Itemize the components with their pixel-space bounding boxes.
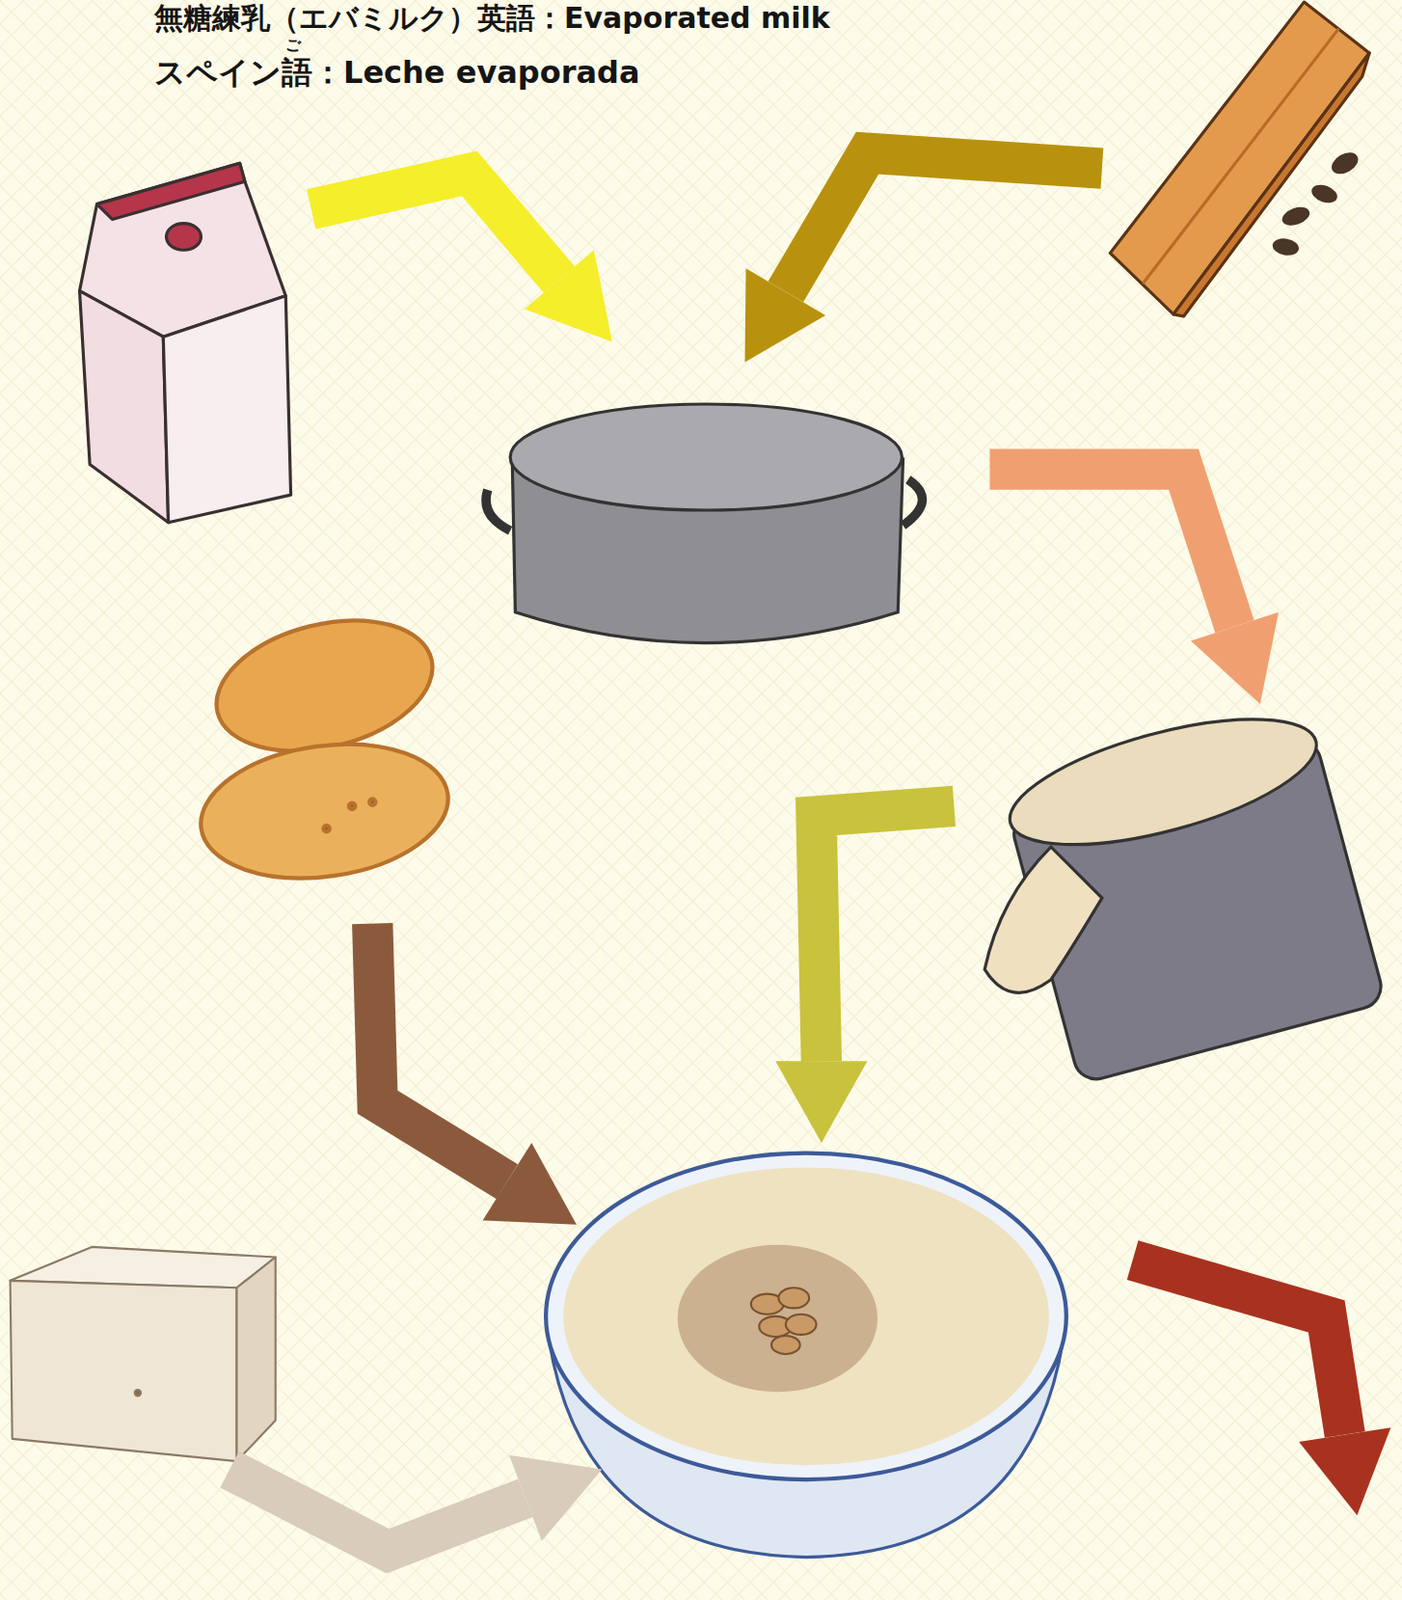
flow-arrow [372, 923, 508, 1183]
heading-line: スペイン語：Leche evaporada [154, 55, 641, 90]
cooking-pot [485, 489, 511, 531]
tofu-block [10, 1246, 276, 1461]
flow-arrow [1298, 1427, 1391, 1515]
bread-slices [369, 798, 376, 805]
flow-arrow [1190, 612, 1279, 704]
soup-bowl [771, 1335, 801, 1354]
flow-arrow [745, 268, 827, 362]
cinnamon-sticks [1109, 1, 1370, 315]
cooking-pot [485, 404, 922, 644]
flow-arrow [816, 806, 955, 1062]
flow-arrow [229, 153, 1391, 1552]
flow-arrow [509, 1455, 602, 1541]
bread-slices [349, 803, 355, 809]
tofu-block [134, 1389, 141, 1396]
milk-carton [80, 162, 292, 522]
cinnamon-sticks [1173, 53, 1370, 317]
cinnamon-sticks [1142, 28, 1339, 285]
flow-arrow [229, 1469, 526, 1552]
evaporated-milk-can [984, 846, 1103, 993]
milk-carton [165, 223, 201, 251]
cloves [1270, 148, 1362, 258]
soup-bowl [545, 1153, 1067, 1558]
soup-bowl [785, 1314, 817, 1335]
cloves [1279, 203, 1313, 229]
evaporated-milk-can [984, 693, 1386, 1084]
furigana: ご [285, 36, 301, 54]
soup-bowl [563, 1166, 1050, 1465]
soup-bowl [545, 1153, 1067, 1481]
bread-slices [191, 599, 458, 893]
milk-carton [80, 291, 169, 523]
flow-arrow [1132, 1260, 1346, 1435]
flow-arrow [311, 173, 560, 280]
tofu-block [10, 1280, 238, 1461]
flow-arrow [775, 1060, 867, 1143]
bread-slices [323, 825, 329, 832]
soup-bowl [778, 1287, 809, 1308]
flow-arrow [483, 1142, 577, 1225]
soup-bowl [751, 1287, 817, 1354]
cinnamon-sticks [1109, 1, 1370, 317]
cloves [1309, 181, 1341, 206]
cloves [1327, 148, 1362, 179]
flow-arrow [785, 153, 1103, 293]
cooking-pot [903, 479, 923, 526]
milk-carton [97, 162, 245, 219]
tofu-block [237, 1257, 276, 1462]
milk-carton [162, 296, 291, 523]
heading-line: 無糖練乳（エバミルク）英語：Evaporated milk [154, 1, 831, 34]
cloves [1270, 236, 1300, 257]
flow-arrow [524, 249, 613, 342]
bread-slices [191, 728, 458, 893]
evaporated-milk-can [997, 693, 1329, 870]
soup-bowl [677, 1244, 878, 1392]
flow-arrow [989, 469, 1235, 627]
cooking-pot [510, 404, 902, 511]
